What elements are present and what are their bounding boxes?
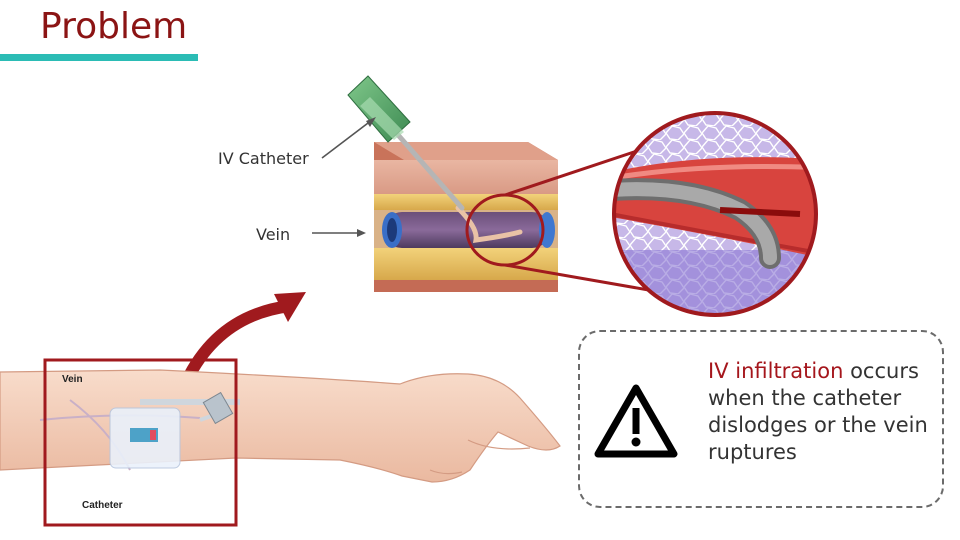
vein-label: Vein [256, 225, 291, 244]
zoom-circle-frame [612, 111, 818, 317]
zoom-connector-bottom [504, 263, 661, 294]
iv-catheter-label: IV Catheter [218, 149, 309, 168]
red-curved-arrow [180, 300, 291, 385]
iv-needle [347, 75, 465, 211]
catheter-pointer [321, 119, 373, 159]
info-body: occurs when the catheter dislodges or th… [708, 359, 928, 464]
warning-triangle-icon [594, 384, 678, 458]
arm-vein-label: Vein [62, 374, 83, 385]
slide-title: Problem [40, 6, 188, 47]
zoom-connector-top [504, 148, 641, 197]
info-highlight: IV infiltration [708, 359, 844, 383]
arm-catheter-label: Catheter [82, 500, 123, 511]
arm-detail-frame [43, 358, 238, 527]
arm-illustration [0, 369, 561, 483]
info-callout-box: IV infiltration occurs when the catheter… [578, 330, 944, 508]
title-accent-bar [0, 54, 198, 61]
info-text: IV infiltration occurs when the catheter… [708, 358, 938, 466]
